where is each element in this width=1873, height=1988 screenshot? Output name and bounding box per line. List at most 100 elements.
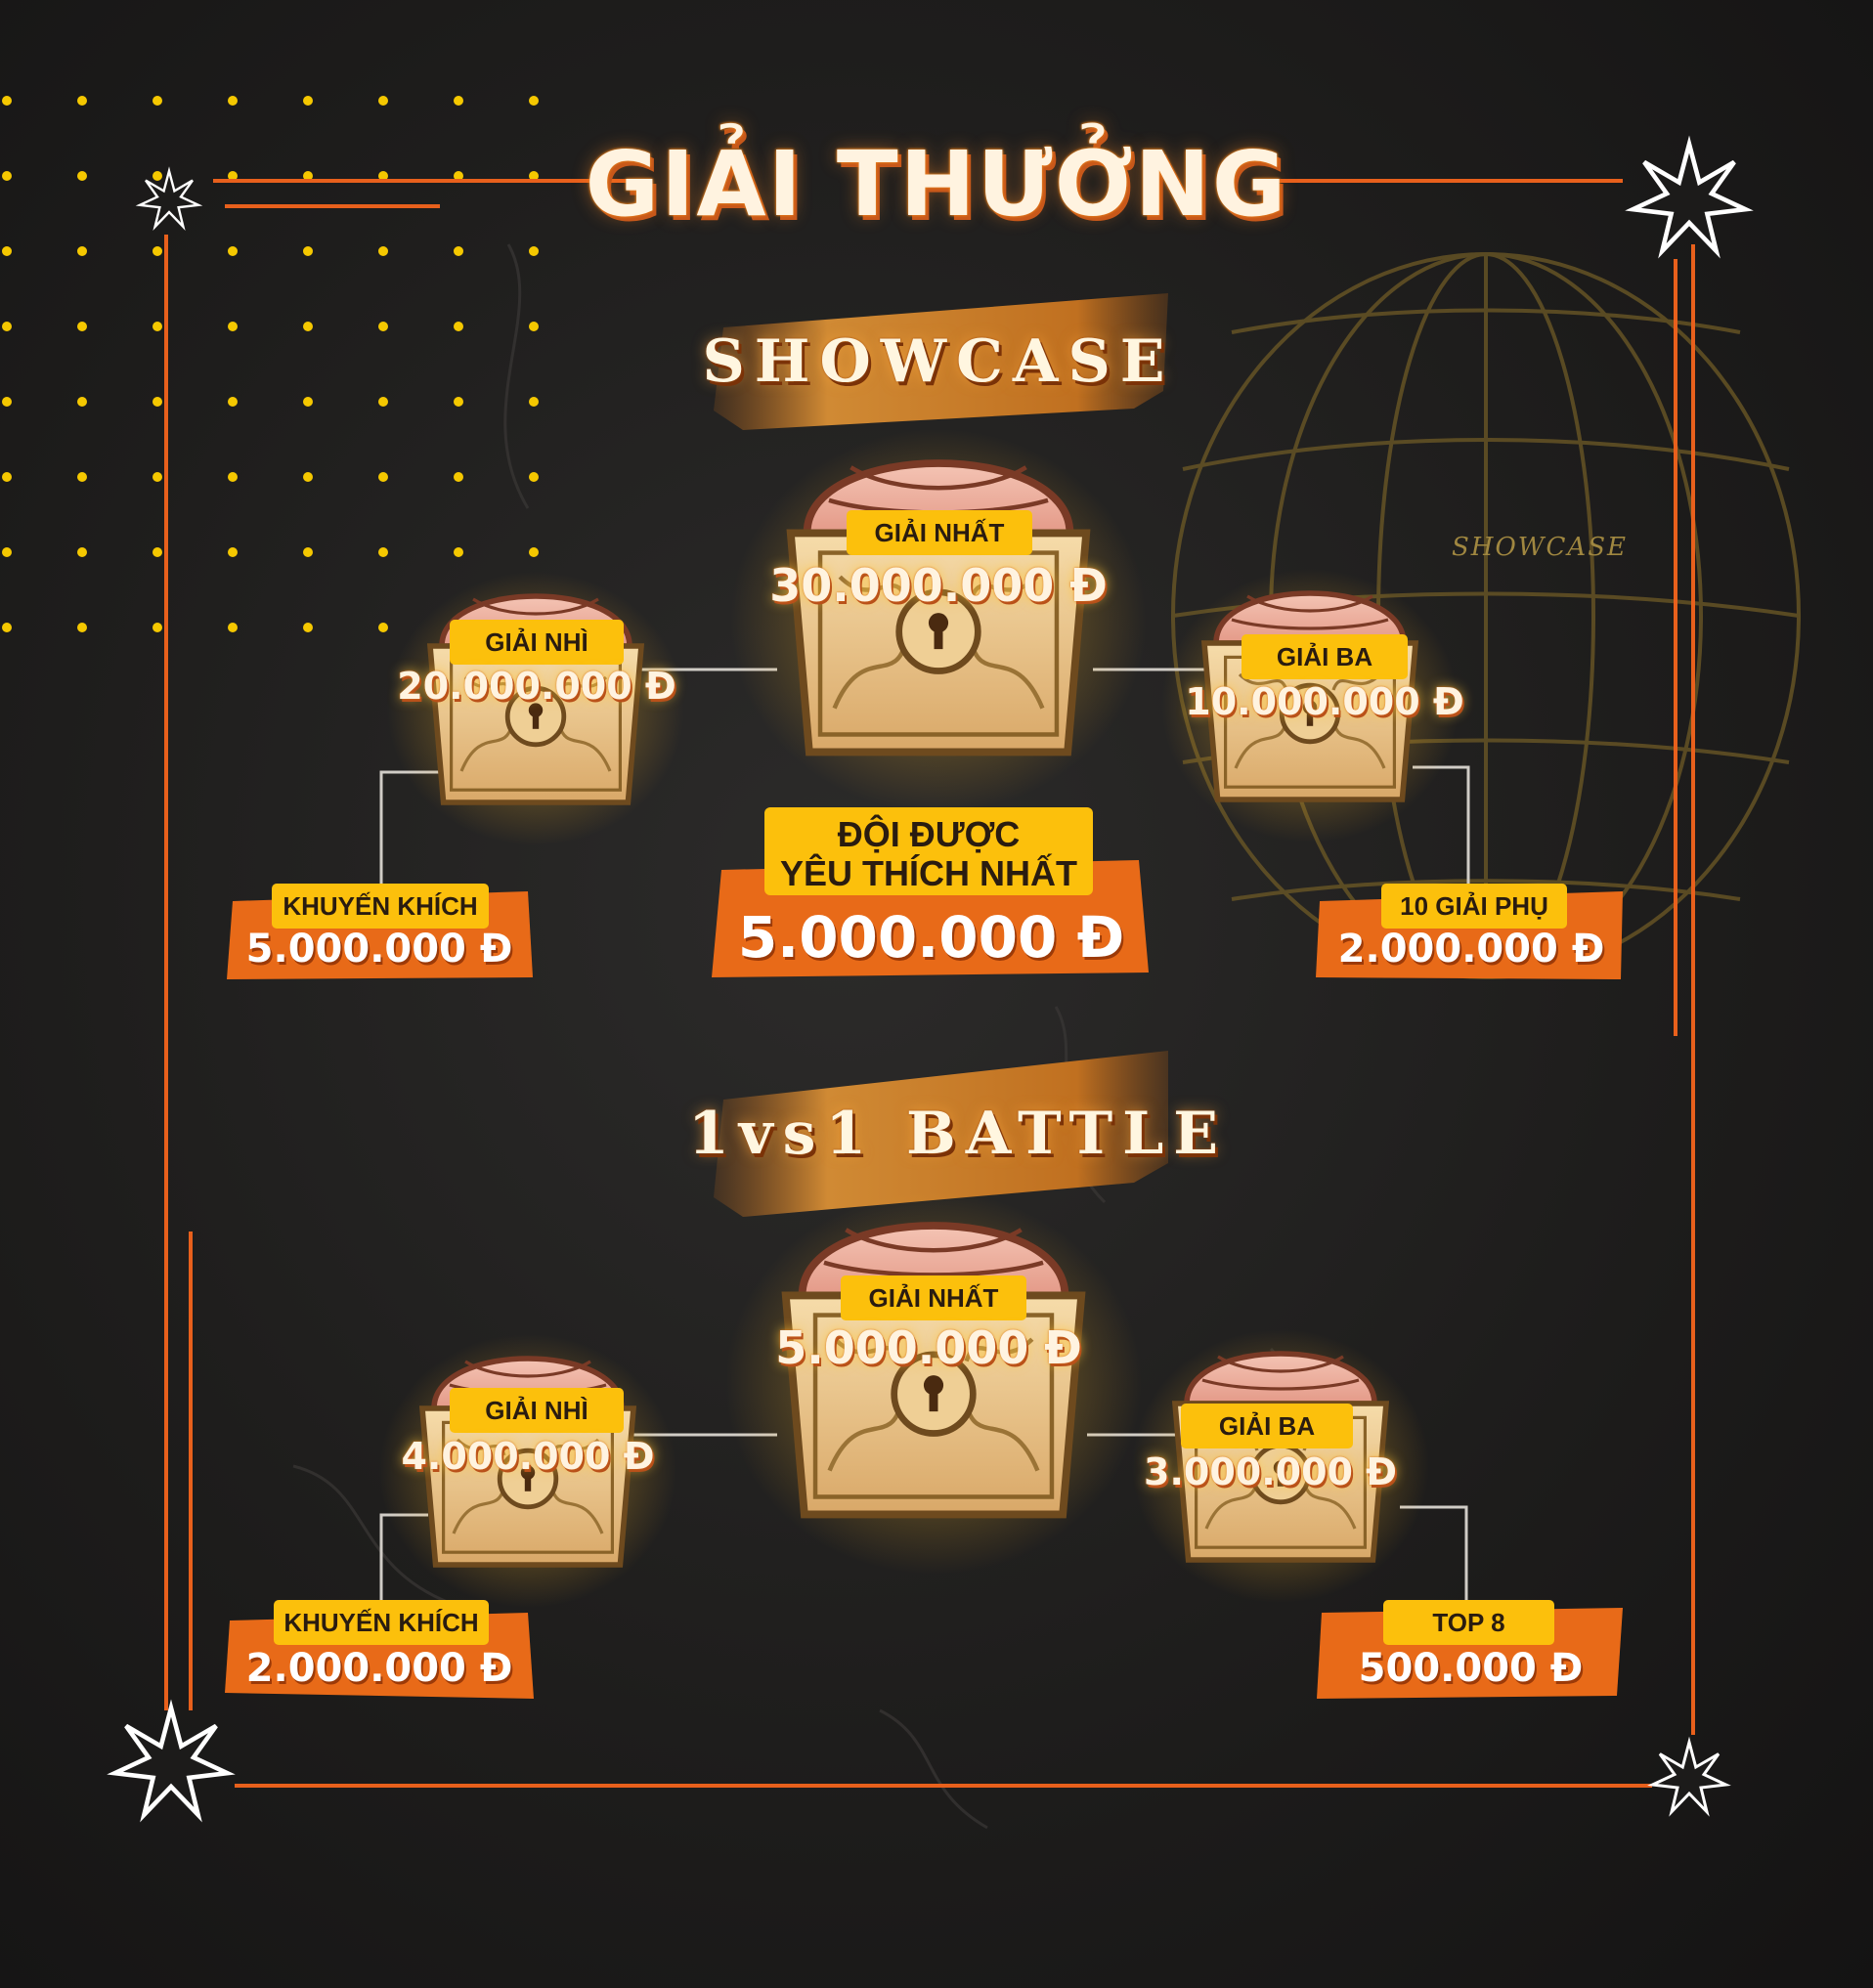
chest-showcase-first (730, 429, 1147, 812)
dot (228, 322, 238, 331)
battle-second-label: GIẢI NHÌ (450, 1388, 624, 1433)
page-title: GIẢI THƯỞNG (585, 132, 1288, 237)
globe-label: SHOWCASE (1452, 533, 1628, 562)
showcase-section-title: SHOWCASE (702, 327, 1175, 396)
globe-decoration (1171, 252, 1801, 979)
dot (378, 171, 388, 181)
showcase-first-label: GIẢI NHẤT (847, 510, 1032, 555)
dot (529, 397, 539, 407)
dot (303, 623, 313, 632)
dot (378, 472, 388, 482)
battle-third-amount: 3.000.000 Đ (1144, 1450, 1398, 1493)
battle-section-title: 1vs1 BATTLE (687, 1100, 1229, 1168)
favorite-label-line1: ĐỘI ĐƯỢC (837, 814, 1021, 854)
chest-showcase-second (387, 572, 684, 845)
dot (2, 547, 12, 557)
dot (378, 397, 388, 407)
showcase-favorite-amount: 5.000.000 Đ (737, 904, 1125, 971)
showcase-encourage-amount: 5.000.000 Đ (245, 927, 513, 972)
dot (2, 322, 12, 331)
dot (454, 96, 463, 106)
battle-first-amount: 5.000.000 Đ (775, 1321, 1082, 1374)
dot (2, 623, 12, 632)
dot (77, 246, 87, 256)
dot (454, 472, 463, 482)
dot (228, 246, 238, 256)
showcase-favorite-label: ĐỘI ĐƯỢC YÊU THÍCH NHẤT (764, 807, 1093, 895)
dot (378, 96, 388, 106)
showcase-third-label: GIẢI BA (1241, 634, 1408, 679)
battle-top8-amount: 500.000 Đ (1358, 1646, 1584, 1691)
dot (2, 96, 12, 106)
dot (529, 171, 539, 181)
dot (228, 472, 238, 482)
dot (529, 547, 539, 557)
dot (378, 623, 388, 632)
dot (2, 472, 12, 482)
dot (152, 397, 162, 407)
dot (378, 547, 388, 557)
dot (152, 472, 162, 482)
dot (454, 322, 463, 331)
dot (454, 547, 463, 557)
dot (152, 246, 162, 256)
showcase-encourage-label: KHUYẾN KHÍCH (272, 884, 489, 929)
dot (77, 322, 87, 331)
dot (152, 322, 162, 331)
dot (77, 171, 87, 181)
dot (77, 472, 87, 482)
showcase-extra-label: 10 GIẢI PHỤ (1381, 884, 1567, 929)
dot (303, 547, 313, 557)
dot (77, 397, 87, 407)
showcase-first-amount: 30.000.000 Đ (769, 559, 1108, 612)
battle-encourage-label: KHUYẾN KHÍCH (274, 1600, 489, 1645)
dot (529, 472, 539, 482)
dot (152, 96, 162, 106)
showcase-second-label: GIẢI NHÌ (450, 620, 624, 665)
battle-first-label: GIẢI NHẤT (841, 1275, 1026, 1320)
chest-battle-first (725, 1191, 1142, 1575)
dot (228, 96, 238, 106)
dot (152, 623, 162, 632)
brush-stroke-battle (714, 1051, 1168, 1217)
favorite-label-line2: YÊU THÍCH NHẤT (780, 853, 1077, 893)
frame-lines (164, 179, 1695, 1788)
showcase-third-amount: 10.000.000 Đ (1185, 680, 1464, 723)
dot (2, 246, 12, 256)
dot (2, 171, 12, 181)
dot (454, 397, 463, 407)
dot (529, 322, 539, 331)
dot (303, 246, 313, 256)
dot (303, 171, 313, 181)
dot (77, 96, 87, 106)
battle-second-amount: 4.000.000 Đ (401, 1435, 655, 1478)
dot (378, 246, 388, 256)
dot (228, 547, 238, 557)
dot (303, 397, 313, 407)
dot (228, 623, 238, 632)
battle-top8-label: TOP 8 (1383, 1600, 1554, 1645)
dot (152, 547, 162, 557)
dot (152, 171, 162, 181)
dot-grid-decoration (2, 96, 539, 632)
dot (454, 171, 463, 181)
dot (303, 96, 313, 106)
dot (378, 322, 388, 331)
star-icon (115, 1708, 228, 1815)
star-icon (1651, 1741, 1727, 1814)
dot (77, 623, 87, 632)
dot (228, 171, 238, 181)
dot (303, 472, 313, 482)
dot (2, 397, 12, 407)
battle-third-label: GIẢI BA (1181, 1404, 1353, 1448)
brush-stroke-showcase (714, 293, 1168, 430)
showcase-second-amount: 20.000.000 Đ (397, 665, 676, 708)
dot (228, 397, 238, 407)
dot (454, 246, 463, 256)
showcase-extra-amount: 2.000.000 Đ (1337, 927, 1605, 972)
battle-encourage-amount: 2.000.000 Đ (245, 1646, 513, 1691)
dot (529, 246, 539, 256)
dot (303, 322, 313, 331)
dot (529, 96, 539, 106)
dot (77, 547, 87, 557)
